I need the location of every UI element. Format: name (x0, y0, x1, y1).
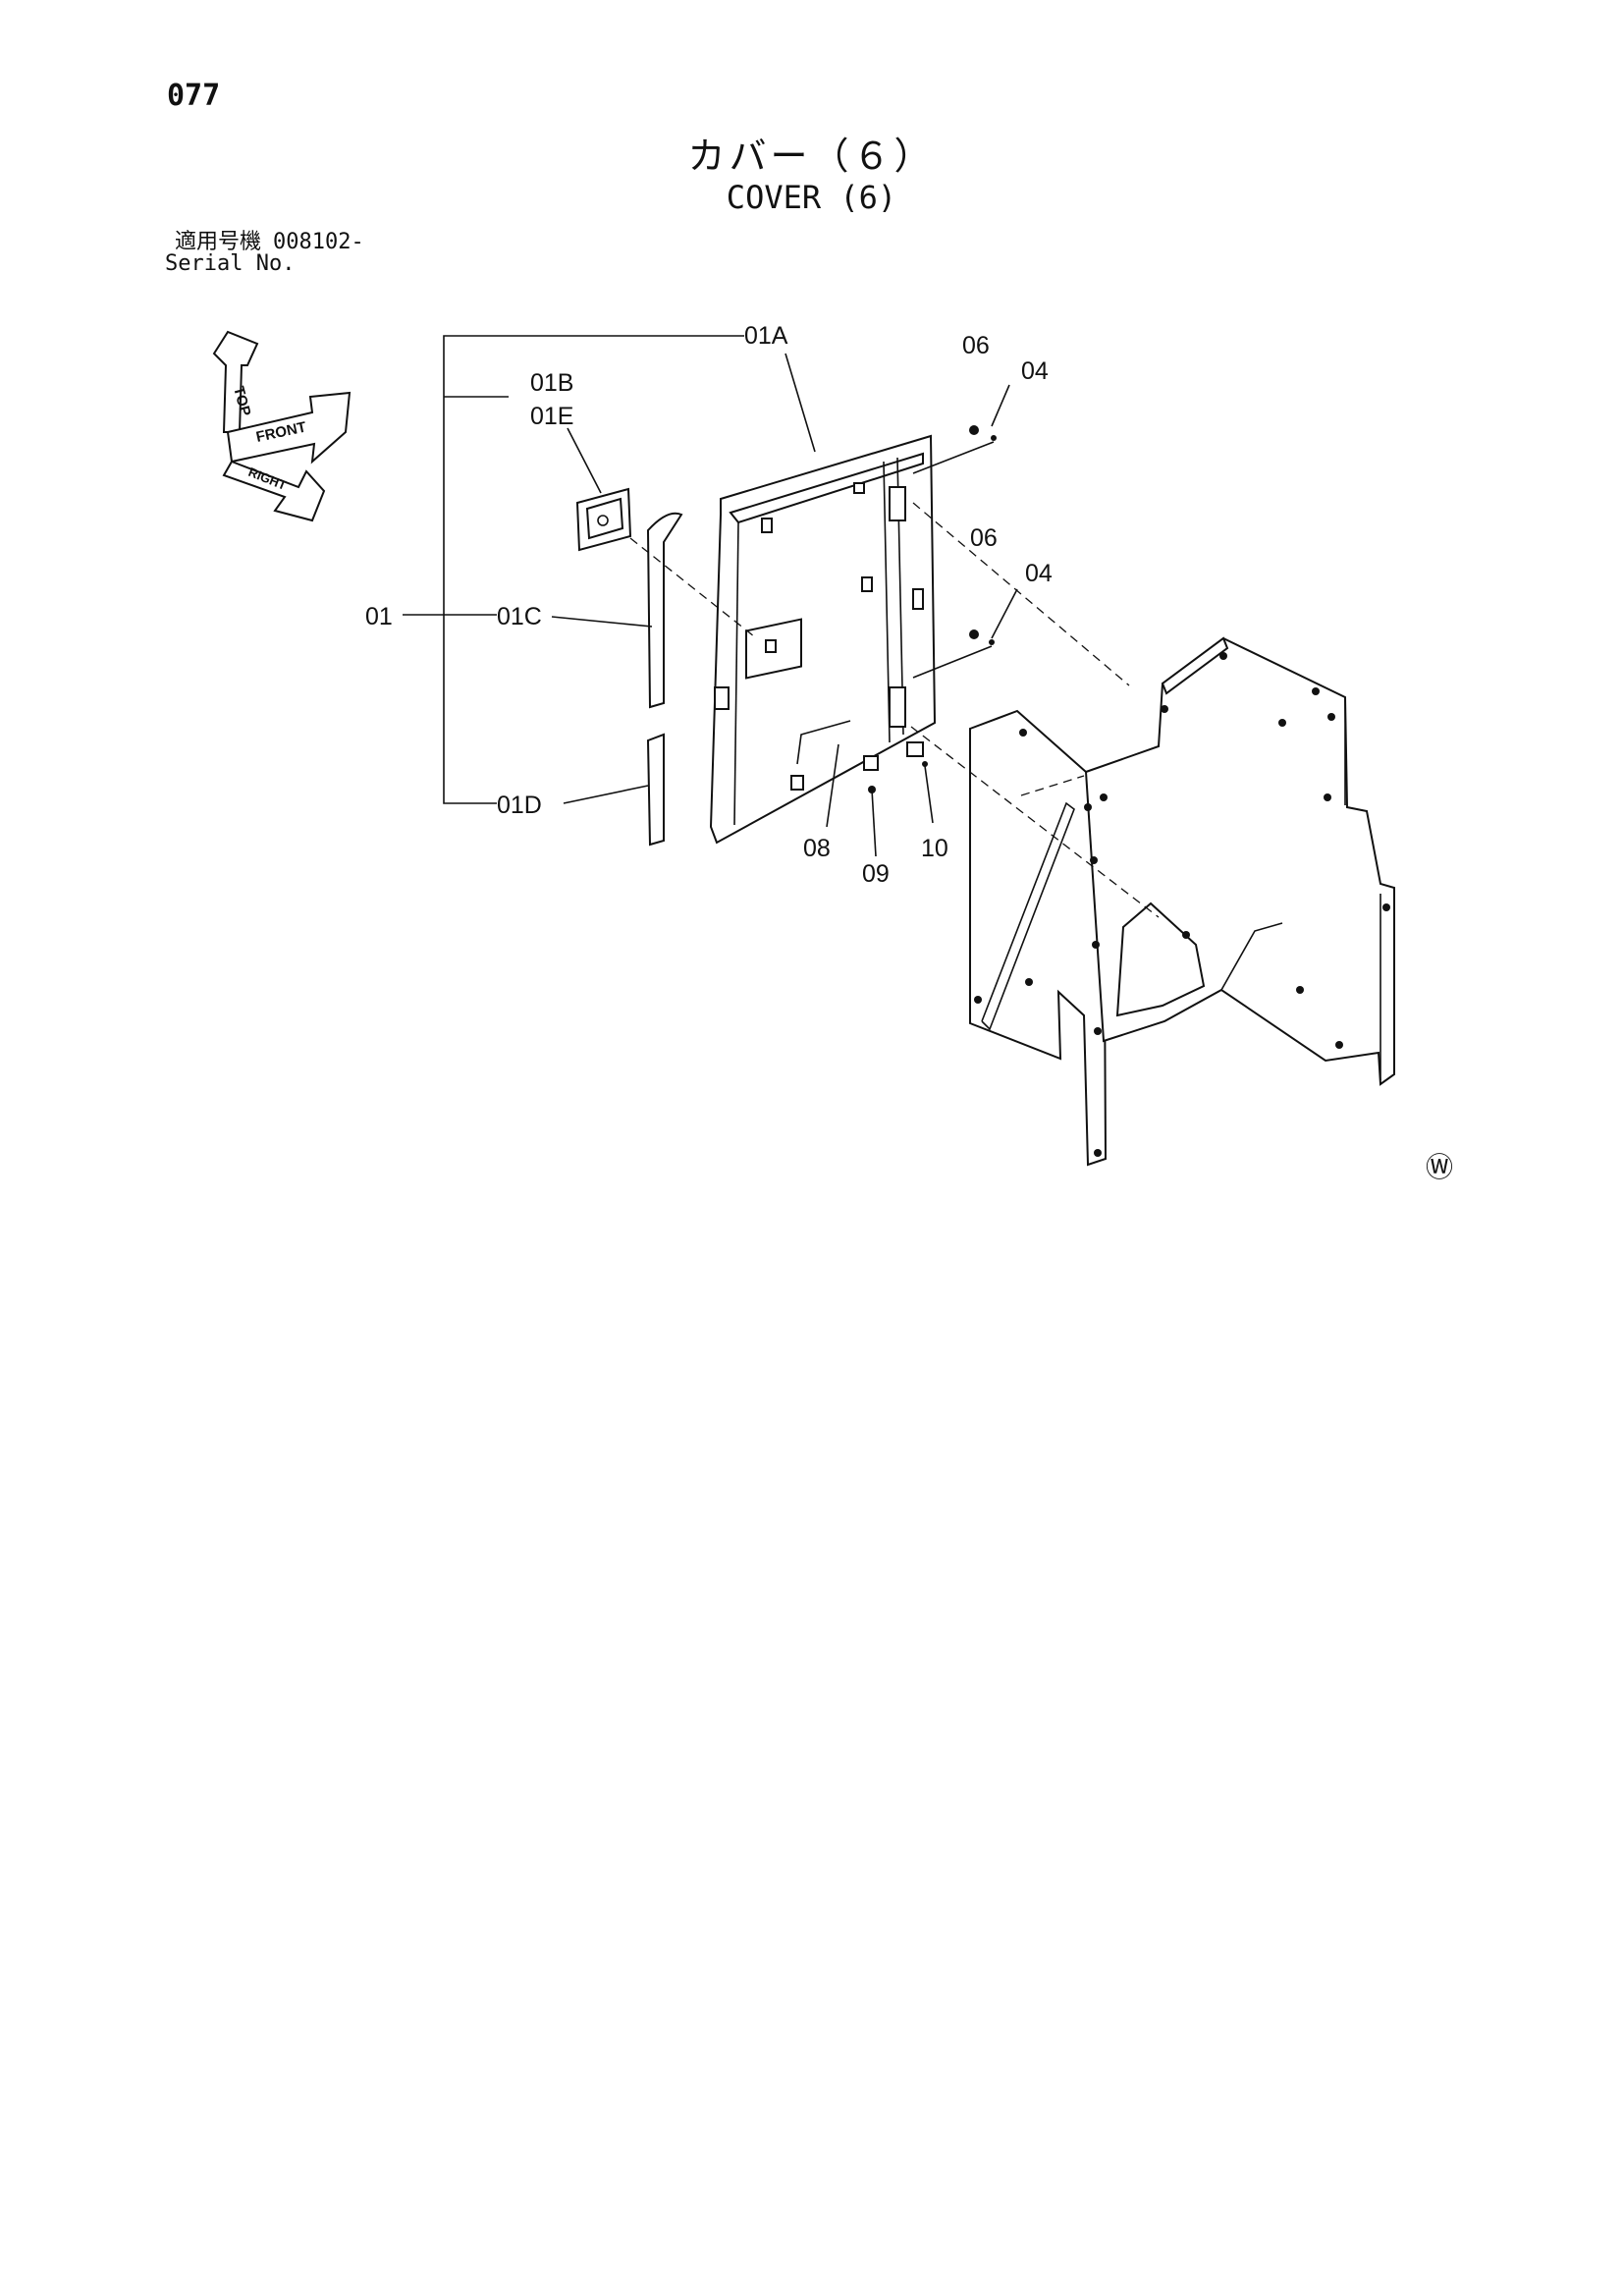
housing-frame (969, 636, 1395, 1167)
callout-08: 08 (803, 835, 831, 862)
page-number: 077 (167, 79, 221, 113)
callout-01B: 01B (530, 369, 573, 397)
callout-01A: 01A (744, 322, 788, 350)
part-01D-seal-strip (646, 733, 665, 847)
small-fasteners (863, 425, 997, 793)
serial-row: 適用号機 008102- (175, 224, 364, 255)
callout-04-mid: 04 (1025, 560, 1053, 587)
part-01E-bracket (575, 487, 632, 552)
callout-04-top: 04 (1021, 357, 1049, 385)
callout-01D: 01D (497, 792, 542, 819)
callout-06-mid: 06 (970, 524, 998, 552)
page-title-en: COVER (6) (726, 179, 897, 216)
page-title-jp: カバー（６） (687, 135, 936, 178)
callout-labels: 01A 01B 01E 01 01C 01D 06 04 06 04 08 09… (365, 322, 1053, 888)
orientation-icon: TOP FRONT RIGHT (212, 330, 352, 522)
callout-06-top: 06 (962, 332, 990, 359)
part-01C-seal-strip (646, 512, 683, 709)
leader-lines (551, 353, 1018, 857)
callout-01C: 01C (497, 603, 542, 630)
assembly-bracket (403, 335, 744, 804)
assembly-dash-lines (629, 502, 1160, 918)
part-01A-cover-panel (709, 434, 937, 845)
callout-10: 10 (921, 835, 948, 862)
callout-09: 09 (862, 860, 890, 888)
serial-value: 008102- (273, 230, 364, 254)
callout-01: 01 (365, 603, 393, 630)
serial-label-en: Serial No. (165, 251, 296, 276)
serial-label-jp: 適用号機 (175, 230, 262, 254)
callout-01E: 01E (530, 403, 573, 430)
watermark-mark: Ⓦ (1426, 1152, 1453, 1182)
